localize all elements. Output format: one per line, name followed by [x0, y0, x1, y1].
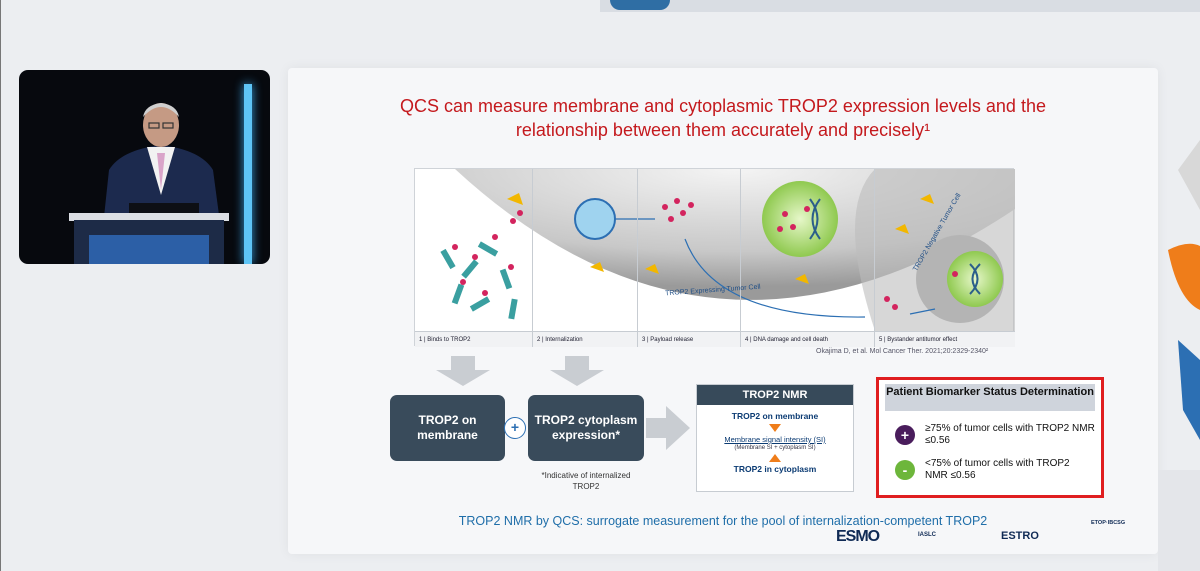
top-banner — [600, 0, 1200, 12]
panel-4-caption: 4 | DNA damage and cell death — [741, 331, 874, 347]
plus-icon: + — [504, 417, 526, 439]
panel-3-caption: 3 | Payload release — [638, 331, 740, 347]
panel-5: 5 | Bystander antitumor effect — [875, 169, 1015, 347]
laptop — [69, 213, 229, 221]
membrane-box: TROP2 on membrane — [390, 395, 505, 461]
arrow-down-icon — [436, 356, 490, 386]
window-edge — [0, 0, 1, 571]
status-positive-text: ≥75% of tumor cells with TROP2 NMR ≤0.56 — [925, 423, 1095, 446]
status-header: Patient Biomarker Status Determination — [885, 384, 1095, 411]
status-positive-row: + ≥75% of tumor cells with TROP2 NMR ≤0.… — [895, 423, 1095, 447]
cytoplasm-note: *Indicative of internalized TROP2 — [541, 471, 631, 491]
panel-2: 2 | Internalization — [533, 169, 638, 347]
nmr-header: TROP2 NMR — [697, 385, 853, 405]
etop-logo: ETOP·IBCSG — [1091, 520, 1126, 526]
plus-circle-icon: + — [895, 425, 915, 445]
figure-reference: Okajima D, et al. Mol Cancer Ther. 2021;… — [816, 348, 989, 355]
speaker-video — [19, 70, 270, 264]
estro-logo: ESTRO — [1001, 530, 1039, 542]
panel-4: 4 | DNA damage and cell death — [741, 169, 875, 347]
cytoplasm-box: TROP2 cytoplasm expression* — [528, 395, 644, 461]
panel-2-caption: 2 | Internalization — [533, 331, 637, 347]
status-negative-row: - <75% of tumor cells with TROP2 NMR ≤0.… — [895, 458, 1095, 482]
title-line-1: QCS can measure membrane and cytoplasmic… — [400, 96, 1046, 116]
bottom-caption: TROP2 NMR by QCS: surrogate measurement … — [458, 514, 988, 528]
presentation-slide: QCS can measure membrane and cytoplasmic… — [288, 68, 1158, 554]
panel-5-caption: 5 | Bystander antitumor effect — [875, 331, 1015, 347]
panel-1: 1 | Binds to TROP2 — [415, 169, 533, 347]
nmr-formula: (Membrane SI + cytoplasm SI) — [734, 445, 816, 451]
mechanism-illustration — [440, 169, 1015, 331]
nmr-on-membrane: TROP2 on membrane — [731, 411, 819, 421]
panel-3: 3 | Payload release — [638, 169, 741, 347]
minus-circle-icon: - — [895, 460, 915, 480]
side-decoration — [1158, 140, 1200, 571]
mechanism-figure: 1 | Binds to TROP2 2 | Internalization 3… — [414, 168, 1015, 347]
biomarker-status-box: Patient Biomarker Status Determination +… — [876, 377, 1104, 498]
nmr-in-cytoplasm: TROP2 in cytoplasm — [733, 464, 817, 474]
title-line-2: relationship between them accurately and… — [515, 120, 931, 140]
podium-panel — [89, 235, 209, 264]
triangle-down-icon — [769, 424, 781, 432]
iaslc-logo: IASLC — [918, 532, 936, 538]
status-negative-text: <75% of tumor cells with TROP2 NMR ≤0.56 — [925, 458, 1070, 481]
society-logos: ESMO IASLC ESTRO ETOP·IBCSG — [836, 520, 1136, 550]
esmo-logo: ESMO — [836, 528, 880, 545]
stage-light — [244, 84, 252, 264]
arrow-down-icon — [550, 356, 604, 386]
slide-title: QCS can measure membrane and cytoplasmic… — [288, 94, 1158, 142]
arrow-right-icon — [646, 406, 690, 450]
triangle-up-icon — [769, 454, 781, 462]
nmr-box: TROP2 NMR TROP2 on membrane Membrane sig… — [696, 384, 854, 492]
panel-1-caption: 1 | Binds to TROP2 — [415, 331, 532, 347]
nmr-signal: Membrane signal intensity (SI) — [724, 435, 826, 444]
